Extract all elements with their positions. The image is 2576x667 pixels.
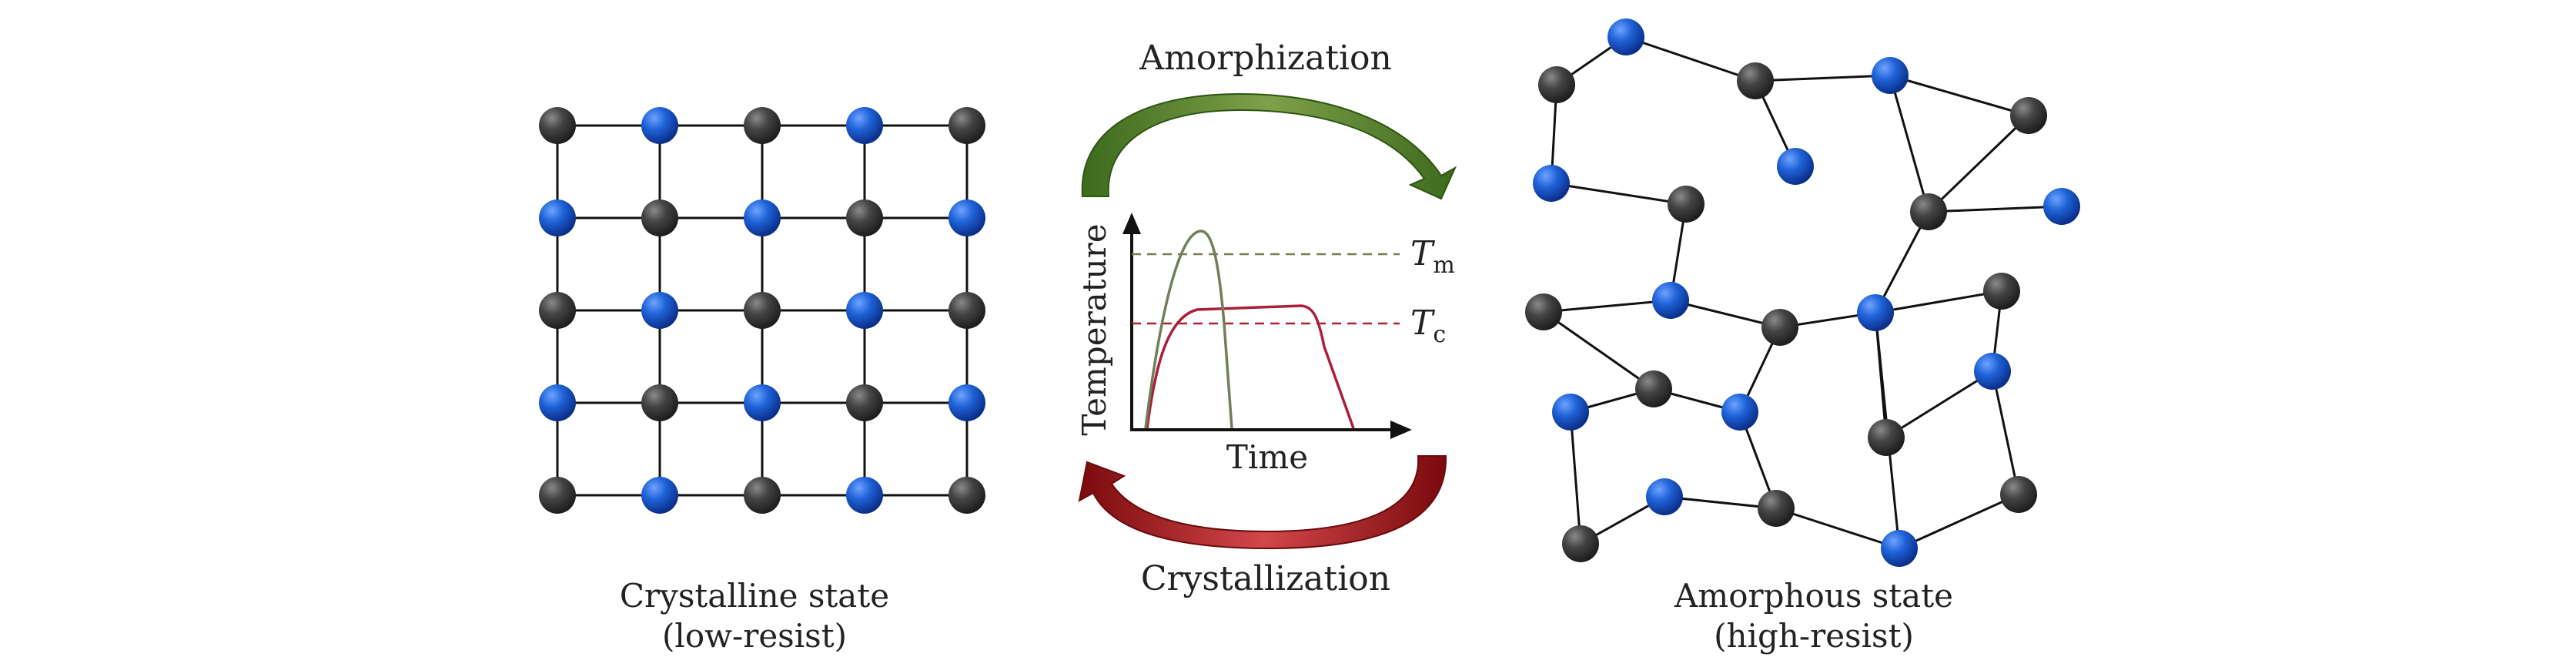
network-bond [1551,182,1687,206]
blue-atom [1646,478,1683,515]
blue-atom [1777,148,1814,185]
network-bond [1874,211,1930,313]
blue-atom [846,292,883,329]
blue-atom [744,199,781,236]
dark-atom [1737,62,1774,99]
network-bond [1664,495,1777,510]
blue-atom [641,292,678,329]
network-bond [1543,310,1654,390]
dark-atom [2010,97,2047,134]
dark-atom [846,199,883,236]
dark-atom [1910,193,1947,230]
blue-atom [1881,530,1918,567]
temperature-axis-label: Temperature [1076,223,1113,435]
network-bond [1991,370,2020,495]
dark-atom [1758,490,1795,527]
dark-atom [539,107,576,144]
amorphous-network [1525,18,2080,567]
network-bond [1889,74,2029,117]
tc-label-sub: c [1433,321,1446,348]
dark-atom [1761,309,1798,346]
dark-atom [948,477,985,514]
dark-atom [1635,370,1672,407]
dark-atom [1668,186,1705,223]
x-axis-arrowhead [1390,421,1412,439]
dark-atom [2000,476,2037,513]
network-bond [1928,205,2062,213]
blue-atom [1872,57,1909,94]
blue-atom [744,384,781,421]
tc-label-main: T [1410,303,1436,343]
dark-atom [1868,419,1905,456]
amorphous-atoms [1525,18,2080,567]
blue-atom [1721,394,1758,431]
dark-atom [846,384,883,421]
dark-atom [539,292,576,329]
amorphous-subtitle: (high-resist) [1714,617,1914,655]
dark-atom [744,107,781,144]
blue-atom [1533,165,1570,202]
blue-atom [1607,18,1644,55]
dark-atom [1525,293,1562,330]
dark-atom [641,199,678,236]
crystalline-title: Crystalline state [620,577,889,615]
blue-atom [1652,282,1689,319]
dark-atom [539,477,576,514]
network-bond [1927,114,2030,213]
dark-atom [948,292,985,329]
blue-atom [539,384,576,421]
network-bond [1755,74,1891,82]
crystalline-atoms [539,107,985,514]
network-bond [1543,299,1671,313]
amorphous-title: Amorphous state [1674,577,1953,615]
crystallization-label: Crystallization [1141,559,1390,598]
tc-label: Tc [1410,303,1446,348]
temperature-time-graph: Temperature Time Tm Tc [1076,213,1455,476]
network-bond [1899,493,2019,550]
blue-atom [641,107,678,144]
blue-atom [2043,188,2080,225]
blue-atom [846,477,883,514]
tm-label-main: T [1410,234,1436,273]
network-bond [1625,35,1756,82]
amorphization-label: Amorphization [1139,39,1392,78]
amorphization-pulse-curve [1144,230,1233,429]
dark-atom [948,107,985,144]
network-bond [1569,411,1582,545]
blue-atom [1974,353,2011,390]
amorphization-arrow [1081,92,1457,200]
dark-atom [1983,273,2020,310]
crystalline-lattice [539,107,985,514]
blue-atom [1552,394,1589,431]
crystallization-pulse-curve [1146,304,1355,429]
dark-atom [1562,525,1599,562]
network-bond [1885,370,1993,439]
blue-atom [539,199,576,236]
tm-label-sub: m [1433,252,1454,279]
dark-atom [641,384,678,421]
network-bond [1889,75,1930,213]
network-bond [1775,507,1900,550]
dark-atom [744,292,781,329]
blue-atom [846,107,883,144]
dark-atom [1538,66,1575,103]
time-axis-label: Time [1226,438,1308,476]
blue-atom [948,384,985,421]
dark-atom [744,477,781,514]
blue-atom [1857,294,1894,331]
network-bond [1670,299,1781,329]
y-axis-arrowhead [1122,213,1141,234]
tm-label: Tm [1410,234,1455,279]
blue-atom [948,199,985,236]
blue-atom [641,477,678,514]
crystallization-arrow [1078,455,1447,550]
network-bond [1875,290,2002,314]
crystalline-subtitle: (low-resist) [662,617,847,655]
